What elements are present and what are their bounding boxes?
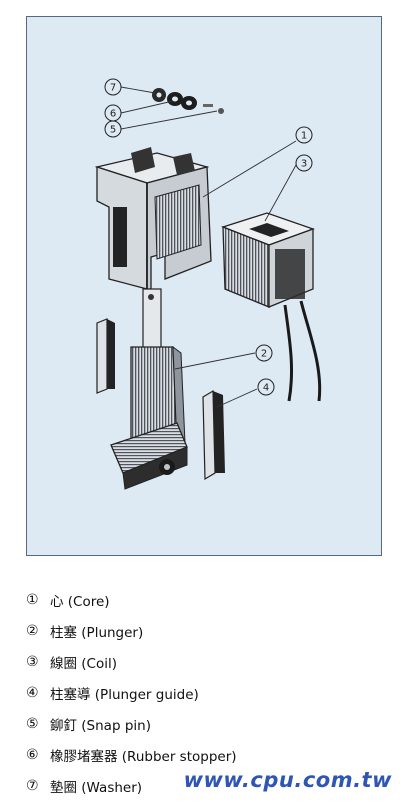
legend-item-snap-pin: ⑤ 鉚釘 (Snap pin) — [26, 708, 356, 739]
plunger-guide-part — [96, 318, 225, 481]
leader-lines — [120, 86, 297, 408]
core-part — [94, 147, 212, 290]
legend-label: 線圈 (Coil) — [50, 655, 118, 672]
svg-text:3: 3 — [301, 159, 307, 170]
legend-label: 心 (Core) — [50, 593, 110, 610]
legend-label: 鉚釘 (Snap pin) — [50, 717, 151, 734]
legend-label: 橡膠堵塞器 (Rubber stopper) — [50, 748, 237, 765]
legend-number: ② — [26, 622, 39, 639]
callout-6: 6 — [104, 104, 122, 122]
legend-label: 柱塞 (Plunger) — [50, 624, 144, 641]
rubber-stopper-part — [167, 92, 197, 110]
washer-part — [152, 88, 166, 102]
exploded-diagram: 7 6 5 1 3 2 4 — [94, 78, 322, 490]
callout-4: 4 — [257, 378, 275, 396]
legend-number: ⑦ — [26, 777, 39, 794]
legend-item-washer: ⑦ 墊圈 (Washer) — [26, 770, 356, 801]
watermark-text: www.cpu.com.tw — [183, 768, 392, 792]
callout-1: 1 — [295, 126, 313, 144]
svg-text:4: 4 — [263, 383, 269, 394]
legend-number: ⑤ — [26, 715, 39, 732]
plunger-part — [110, 288, 188, 490]
svg-text:2: 2 — [261, 349, 267, 360]
callout-5: 5 — [104, 120, 122, 138]
svg-text:7: 7 — [110, 83, 116, 94]
parts-legend: ① 心 (Core) ② 柱塞 (Plunger) ③ 線圈 (Coil) ④ … — [26, 584, 356, 801]
snap-pin-part — [203, 104, 224, 114]
legend-number: ④ — [26, 684, 39, 701]
callout-7: 7 — [104, 78, 122, 96]
legend-label: 墊圈 (Washer) — [50, 779, 143, 796]
legend-number: ⑥ — [26, 746, 39, 763]
coil-part — [221, 212, 322, 402]
svg-text:5: 5 — [110, 125, 116, 136]
callout-3: 3 — [295, 154, 313, 172]
legend-number: ① — [26, 591, 39, 608]
legend-label: 柱塞導 (Plunger guide) — [50, 686, 199, 703]
legend-item-coil: ③ 線圈 (Coil) — [26, 646, 356, 677]
legend-item-plunger: ② 柱塞 (Plunger) — [26, 615, 356, 646]
svg-text:1: 1 — [301, 131, 307, 142]
legend-item-rubber-stopper: ⑥ 橡膠堵塞器 (Rubber stopper) — [26, 739, 356, 770]
legend-number: ③ — [26, 653, 39, 670]
legend-item-core: ① 心 (Core) — [26, 584, 356, 615]
svg-text:6: 6 — [110, 109, 116, 120]
callout-2: 2 — [255, 344, 273, 362]
exploded-diagram-panel: 7 6 5 1 3 2 4 — [26, 16, 382, 556]
legend-item-plunger-guide: ④ 柱塞導 (Plunger guide) — [26, 677, 356, 708]
